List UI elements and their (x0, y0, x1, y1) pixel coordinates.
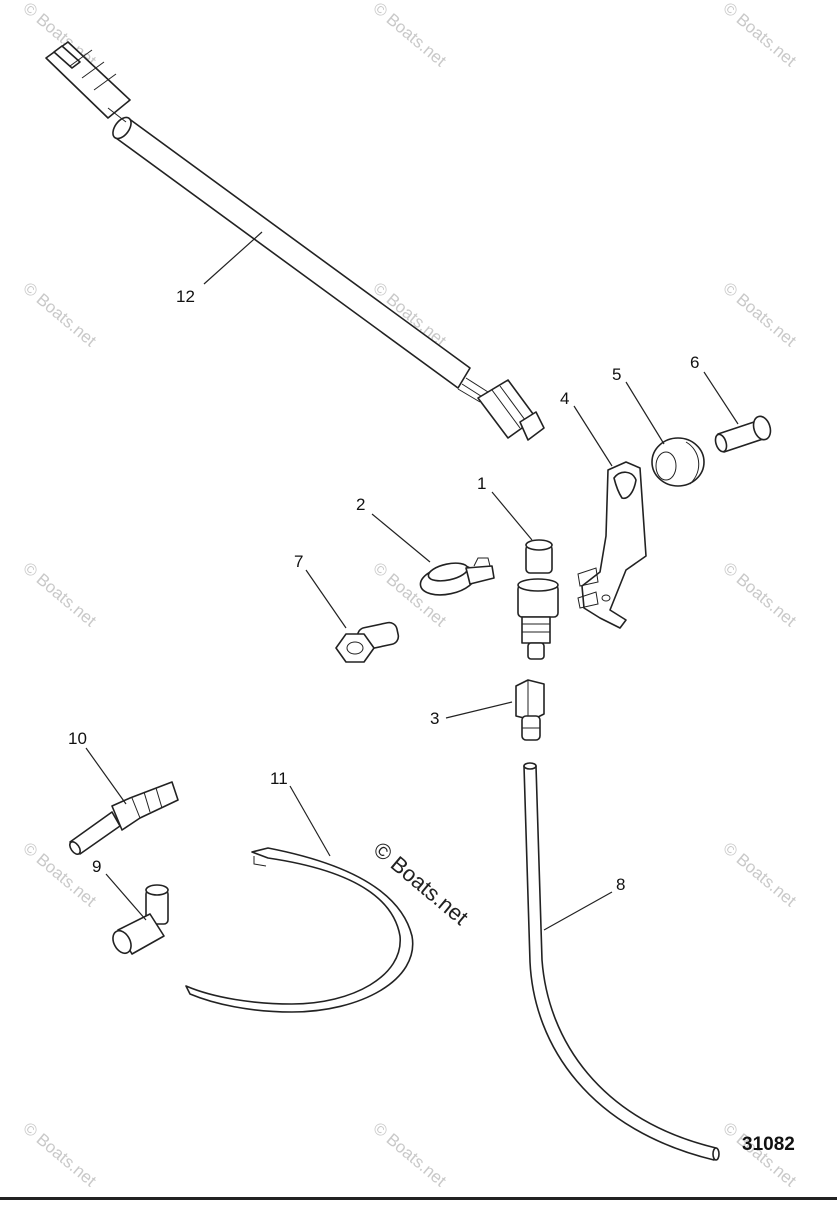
part-12-wiring-harness (45, 41, 545, 441)
part-1-sensor (517, 539, 559, 660)
part-9-elbow-fitting (112, 884, 169, 955)
callout-12: 12 (176, 287, 195, 306)
part-10-barb-fitting (69, 781, 179, 855)
callout-3: 3 (430, 709, 439, 728)
watermark: © Boats.net (719, 0, 800, 70)
watermark: © Boats.net (719, 559, 800, 631)
callout-11: 11 (270, 769, 288, 788)
watermark-grid: © Boats.net © Boats.net © Boats.net © Bo… (19, 0, 800, 1190)
watermark: © Boats.net (369, 0, 450, 70)
watermark: © Boats.net (19, 1119, 100, 1191)
watermark: © Boats.net (19, 279, 100, 351)
part-2-clamp (419, 557, 495, 596)
watermark: © Boats.net (719, 279, 800, 351)
callout-6: 6 (690, 353, 699, 372)
part-3-fitting (515, 679, 545, 741)
callout-8: 8 (616, 875, 625, 894)
watermark: © Boats.net (19, 559, 100, 631)
callout-10: 10 (68, 729, 87, 748)
callout-labels: 1 2 3 4 5 6 7 8 9 10 11 12 (68, 287, 699, 894)
watermark: © Boats.net (719, 839, 800, 911)
callout-4: 4 (560, 389, 569, 408)
watermark: © Boats.net (369, 1119, 450, 1191)
part-5-grommet (651, 437, 705, 487)
part-11-strap (185, 847, 414, 1013)
callout-7: 7 (294, 552, 303, 571)
callout-5: 5 (612, 365, 621, 384)
center-watermark: © Boats.net (369, 837, 473, 930)
part-4-bracket (577, 461, 647, 629)
callout-2: 2 (356, 495, 365, 514)
callout-1: 1 (477, 474, 486, 493)
part-8-hose (523, 762, 720, 1161)
leader-lines (85, 231, 739, 931)
illustration-number: 31082 (742, 1134, 795, 1155)
part-6-sleeve (714, 415, 772, 453)
part-7-bolt (335, 621, 400, 663)
callout-9: 9 (92, 857, 101, 876)
bottom-rule (0, 1197, 837, 1200)
